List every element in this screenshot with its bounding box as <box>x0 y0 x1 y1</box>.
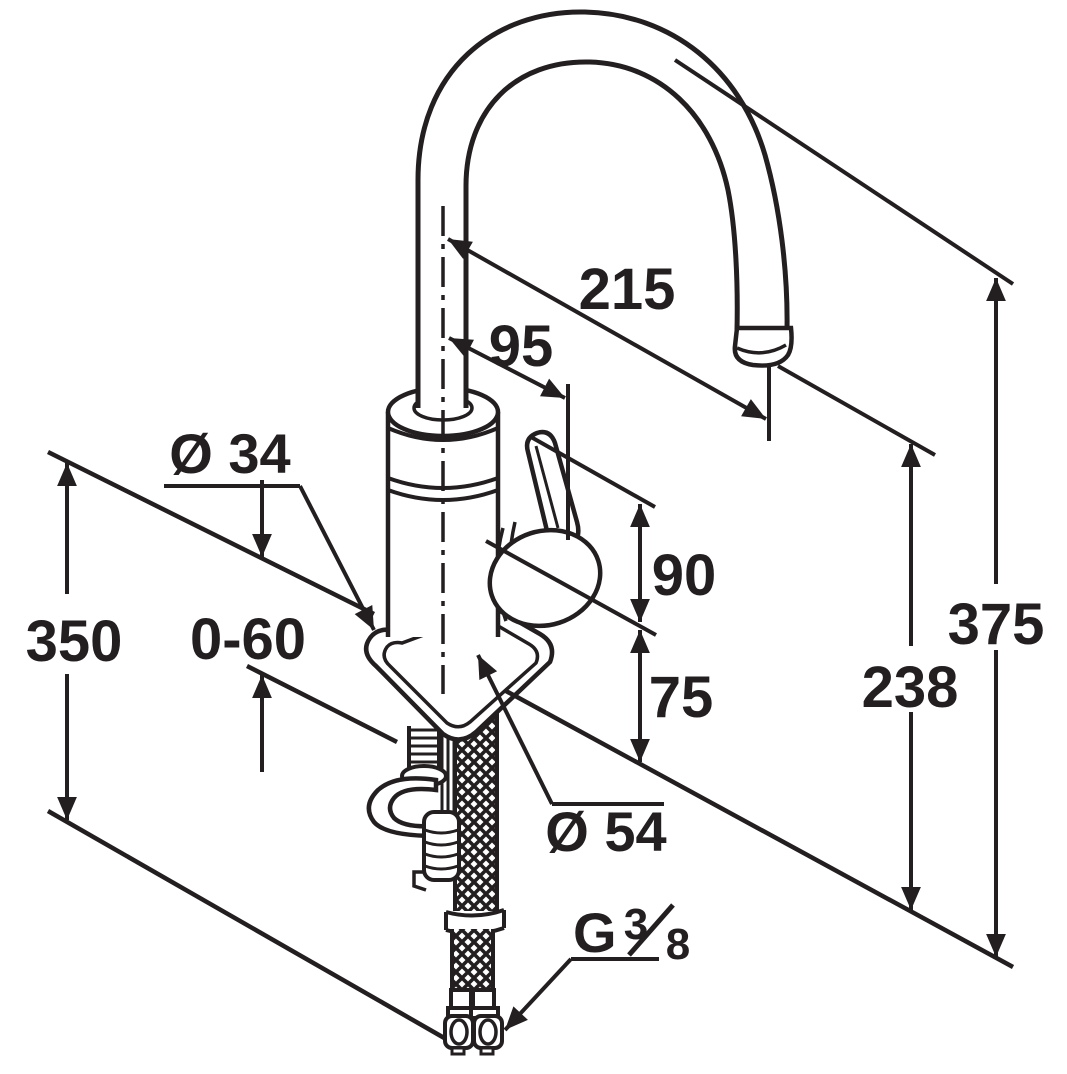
thread-denominator: 8 <box>666 920 690 969</box>
counter-top-line-left <box>46 449 376 617</box>
label-lever-height: 90 <box>652 543 717 608</box>
mounting-hardware <box>366 722 461 892</box>
leader-thread-g38 <box>503 957 573 1032</box>
label-handle-offset: 95 <box>489 314 554 379</box>
extension-lines <box>485 58 1015 637</box>
label-body-height: 75 <box>649 665 714 730</box>
label-deck-thickness: 0-60 <box>190 607 306 672</box>
thread-numerator: 3 <box>624 900 648 949</box>
swivel-spout <box>415 9 794 408</box>
label-outlet-height: 238 <box>862 655 959 720</box>
label-hose-length: 350 <box>26 609 123 674</box>
body-mid-extension <box>485 539 657 637</box>
clamp-hook <box>412 870 427 892</box>
hose-end-reference-line <box>46 809 448 1041</box>
leader-diameter-54 <box>476 654 554 805</box>
braided-supply-hoses <box>443 698 506 1056</box>
label-total-height: 375 <box>948 592 1045 657</box>
counter-top-line-right <box>504 689 1015 969</box>
hose-end-fittings <box>443 988 504 1056</box>
label-base-diameter: Ø 54 <box>545 800 666 863</box>
counter-bottom-line-left <box>245 663 399 745</box>
spout-outer-contour <box>415 9 790 408</box>
thread-prefix: G <box>573 901 617 964</box>
spout-top-extension <box>673 58 1015 286</box>
counter-plane-lines <box>46 449 448 1041</box>
dim-line-offset-95 <box>448 336 566 400</box>
dim-line-reach-215 <box>447 237 767 421</box>
leader-diameter-34 <box>298 485 376 631</box>
label-shank-diameter: Ø 34 <box>169 422 290 485</box>
dimension-labels: 215 95 Ø 34 0-60 350 90 75 375 238 Ø 54 … <box>26 257 1045 969</box>
lever-top-extension <box>530 435 656 509</box>
handle-knob <box>487 527 603 629</box>
hose-lower-braid <box>452 929 493 990</box>
label-reach: 215 <box>579 257 676 322</box>
fraction-slash <box>627 903 675 957</box>
label-connection-thread: G 3 8 <box>573 900 690 969</box>
outlet-height-extension <box>777 364 936 457</box>
dimension-lines <box>57 237 1006 1032</box>
